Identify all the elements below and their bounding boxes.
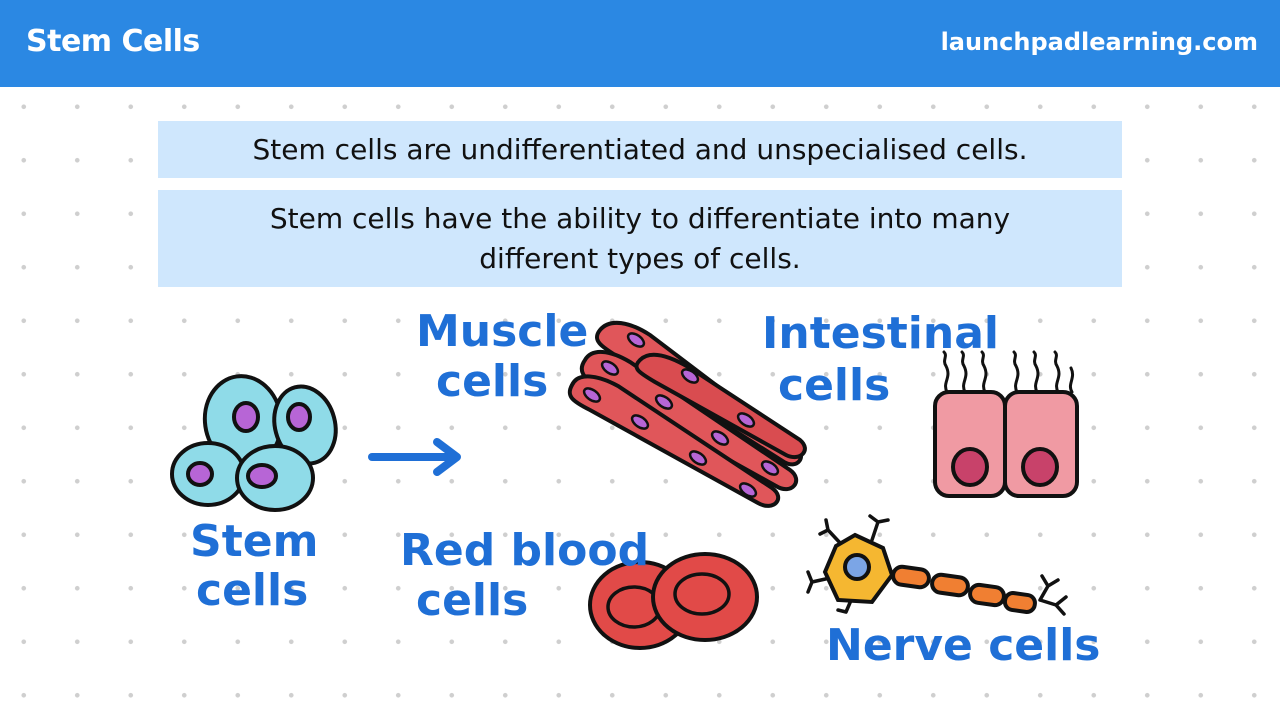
svg-text:Nerve cells: Nerve cells bbox=[826, 620, 1100, 671]
red-blood-cells-illustration bbox=[588, 552, 759, 650]
svg-text:Red blood: Red blood bbox=[400, 525, 649, 576]
label-muscle-cells: Muscle cells bbox=[416, 306, 588, 407]
svg-text:Stem: Stem bbox=[190, 516, 318, 567]
label-intestinal-cells: Intestinal cells bbox=[762, 308, 999, 411]
site-url: launchpadlearning.com bbox=[940, 28, 1258, 56]
svg-text:cells: cells bbox=[416, 575, 528, 626]
svg-text:cells: cells bbox=[436, 356, 548, 407]
intestinal-cells-illustration bbox=[933, 350, 1079, 498]
svg-text:Intestinal: Intestinal bbox=[762, 308, 999, 359]
nerve-cell-illustration bbox=[806, 514, 1068, 616]
arrow-right-icon bbox=[368, 438, 461, 476]
label-red-blood-cells: Red blood cells bbox=[400, 525, 649, 626]
fact-box-2: Stem cells have the ability to different… bbox=[158, 190, 1122, 287]
page-title: Stem Cells bbox=[26, 24, 200, 59]
header-bar: Stem Cells launchpadlearning.com bbox=[0, 0, 1280, 87]
svg-text:cells: cells bbox=[778, 360, 890, 411]
fact-text-1: Stem cells are undifferentiated and unsp… bbox=[252, 132, 1028, 166]
stem-cells-illustration bbox=[170, 374, 338, 512]
fact-box-1: Stem cells are undifferentiated and unsp… bbox=[158, 121, 1122, 178]
label-stem-cells: Stem cells bbox=[190, 516, 318, 616]
fact-text-2: Stem cells have the ability to different… bbox=[269, 201, 1011, 275]
muscle-cells-illustration bbox=[567, 320, 807, 508]
svg-text:cells: cells bbox=[196, 565, 308, 616]
label-nerve-cells: Nerve cells bbox=[826, 620, 1100, 671]
svg-text:Muscle: Muscle bbox=[416, 306, 588, 357]
